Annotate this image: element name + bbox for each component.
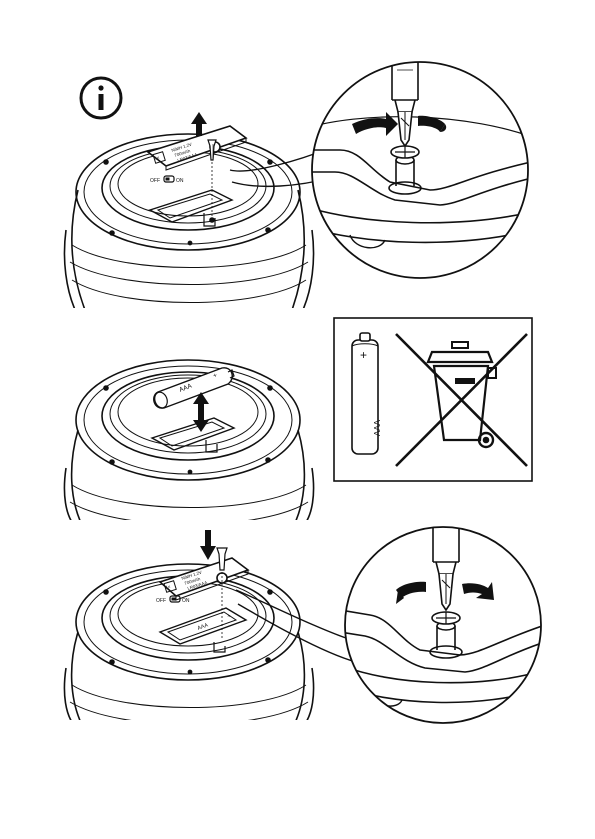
switch-on-label: ON (176, 178, 184, 184)
battery-disposal-panel: + AAA (334, 318, 532, 481)
step3-zoom-detail (340, 520, 545, 723)
switch-off-label: OFF (150, 178, 160, 184)
panel-battery-plus: + (360, 348, 367, 362)
switch-on-label-3: ON (182, 598, 190, 604)
panel-battery-label: AAA (373, 419, 382, 436)
info-icon (81, 78, 121, 118)
down-arrow-icon (200, 530, 216, 560)
double-arrow-icon (193, 392, 209, 432)
switch-off-label-3: OFF (156, 598, 166, 604)
zoom-leader-line-3 (236, 590, 356, 662)
up-arrow-icon (191, 112, 207, 136)
step1-zoom-detail (300, 40, 540, 278)
